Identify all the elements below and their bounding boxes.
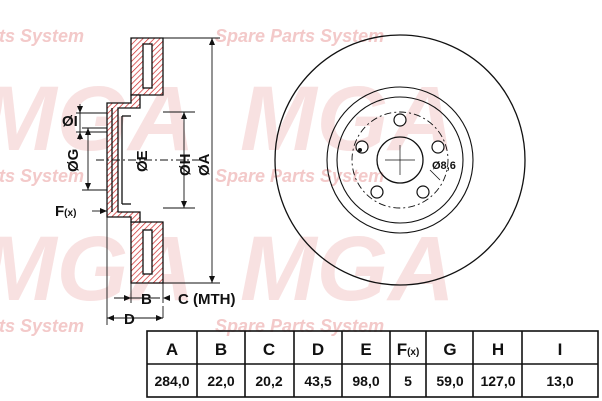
small-hole [358,148,362,152]
bolt-hole [393,113,407,127]
bolt-hole [431,140,445,154]
table-header: E [360,340,371,359]
table-header: I [558,340,563,359]
table-header: H [492,340,504,359]
table-cell: 284,0 [154,373,189,389]
table-cell: 43,5 [304,373,331,389]
bolt-hole [370,185,384,199]
label-dia-g: ØG [65,149,82,172]
table-header: C [263,340,275,359]
table-cell: 13,0 [546,373,573,389]
watermark-brand-3: MGA [0,218,195,320]
table-header: F(x) [397,340,420,359]
bolt-hole-leader [429,169,441,181]
label-dia-i: ØI [62,113,78,130]
watermark-brand-1: MGA [0,68,195,170]
table-cell: 22,0 [207,373,234,389]
spec-table [146,330,599,398]
bolt-hole [416,185,430,199]
table-cell: 20,2 [255,373,282,389]
watermark-tagline-1: Spare Parts System [215,26,384,46]
bolt-holes [355,113,445,199]
label-dia-e: ØE [134,150,151,172]
front-view [274,34,526,286]
table-header: B [215,340,227,359]
table-cell: 98,0 [352,373,379,389]
label-c-mth: C (MTH) [178,291,235,308]
table-header: G [443,340,456,359]
table-cell: 5 [404,373,412,389]
spec-table-values: 284,0 22,0 20,2 43,5 98,0 5 59,0 127,0 1… [154,373,573,389]
label-d: D [124,311,135,328]
watermark: rts System Spare Parts System rts System… [0,26,455,336]
table-header: A [166,340,178,359]
label-f: F(x) [55,203,76,220]
label-dia-a: ØA [196,153,213,176]
bolt-hole [355,140,369,154]
table-header: D [312,340,324,359]
spec-table-headers: A B C D E F(x) G H I [166,340,563,359]
watermark-fragment-2: rts System [0,166,84,186]
cross-section [96,37,200,284]
watermark-brand-4: MGA [240,218,455,320]
label-bolt-hole: Ø8,6 [432,160,456,172]
table-cell: 59,0 [436,373,463,389]
table-cell: 127,0 [480,373,515,389]
watermark-fragment-1: rts System [0,26,84,46]
label-dia-h: ØH [177,154,194,177]
side-arrowheads [77,38,215,321]
watermark-fragment-3: rts System [0,316,84,336]
label-b: B [141,291,152,308]
watermark-tagline-2: Spare Parts System [215,166,384,186]
